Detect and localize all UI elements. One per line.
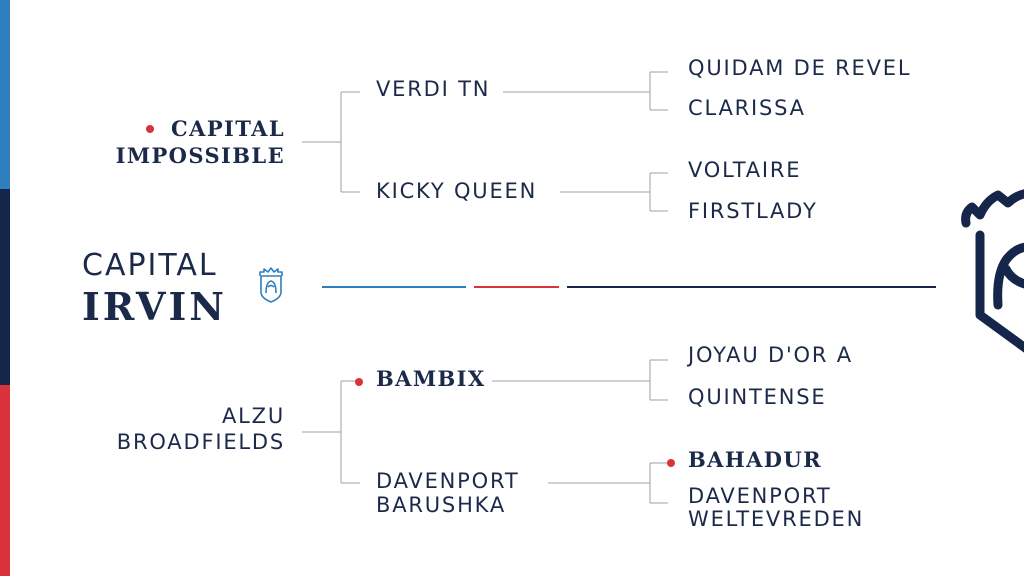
large-crest-icon bbox=[961, 189, 1024, 353]
ds-sire-name: JOYAU D'OR A bbox=[688, 343, 853, 367]
stripe-navy bbox=[0, 189, 10, 385]
sire-name-line1: CAPITAL bbox=[171, 116, 285, 141]
dd-sire-name: BAHADUR bbox=[688, 447, 822, 472]
dd-dam-name-line1: DAVENPORT bbox=[688, 484, 832, 508]
subject-name-line1: CAPITAL bbox=[82, 248, 218, 283]
stripe-blue bbox=[0, 0, 10, 189]
sd-sire-name: VOLTAIRE bbox=[688, 158, 802, 182]
subject-name-line2: IRVIN bbox=[82, 284, 227, 329]
dd-dam-name-line2: WELTEVREDEN bbox=[688, 507, 865, 531]
sire-sire-name: VERDI TN bbox=[376, 77, 491, 101]
dam-dam-name-line2: BARUSHKA bbox=[376, 493, 507, 517]
sire-dam-name: KICKY QUEEN bbox=[376, 179, 538, 203]
small-crest-icon bbox=[259, 267, 283, 303]
ds-dam-name: QUINTENSE bbox=[688, 385, 827, 409]
stripe-red bbox=[0, 385, 10, 576]
dam-name-line2: BROADFIELDS bbox=[116, 430, 285, 454]
ss-dam-name: CLARISSA bbox=[688, 96, 806, 120]
sd-dam-name: FIRSTLADY bbox=[688, 199, 818, 223]
dam-name-line1: ALZU bbox=[221, 404, 285, 428]
sire-name-line2: IMPOSSIBLE bbox=[115, 143, 285, 168]
dam-sire-name: BAMBIX bbox=[376, 366, 486, 391]
sire-marker-dot bbox=[146, 125, 154, 133]
dam-dam-name-line1: DAVENPORT bbox=[376, 469, 520, 493]
dam-sire-marker-dot bbox=[355, 378, 363, 386]
dd-sire-marker-dot bbox=[667, 459, 675, 467]
ss-sire-name: QUIDAM DE REVEL bbox=[688, 56, 912, 80]
